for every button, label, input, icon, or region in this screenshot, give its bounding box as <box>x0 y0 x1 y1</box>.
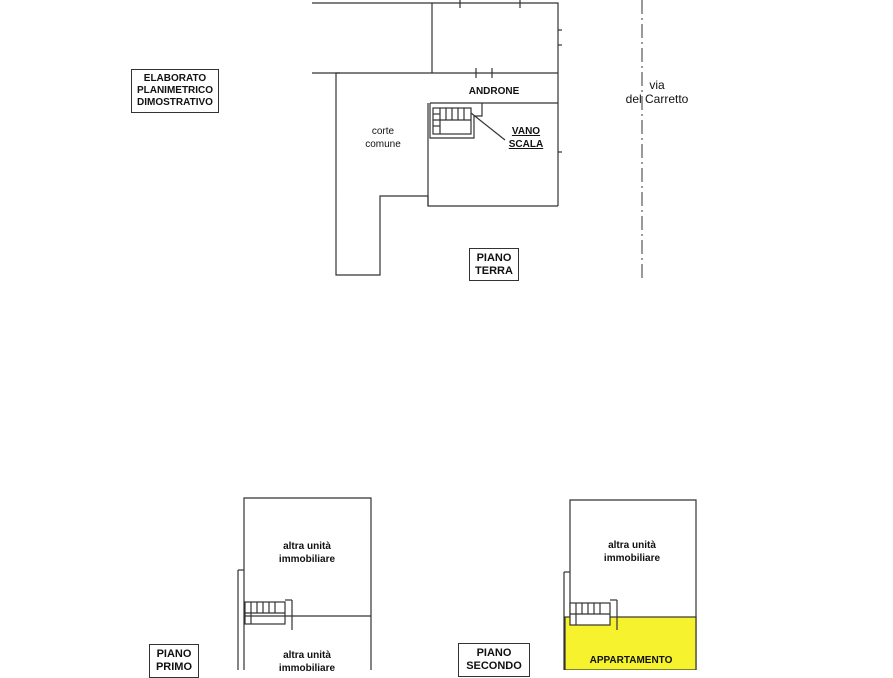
androne-label: ANDRONE <box>468 86 520 97</box>
apartment-highlight <box>564 616 697 670</box>
second-floor-unit-top-label: altra unità immobiliare <box>603 540 661 564</box>
piano-secondo-label: PIANO SECONDO <box>458 643 530 677</box>
piano-primo-label: PIANO PRIMO <box>149 644 199 678</box>
title-box: ELABORATO PLANIMETRICO DIMOSTRATIVO <box>131 69 219 113</box>
second-floor-outline <box>569 499 697 670</box>
stair-frame <box>429 103 483 139</box>
street-label: via del Carretto <box>625 78 689 106</box>
corte-comune-label: corte comune <box>365 126 401 150</box>
first-floor-unit-top-label: altra unità immobiliare <box>278 541 336 565</box>
piano-terra-label: PIANO TERRA <box>469 248 519 281</box>
apartment-label: APPARTAMENTO <box>589 655 673 666</box>
vano-scala-label: VANO SCALA <box>508 126 544 150</box>
first-floor-outline <box>243 497 372 670</box>
ground-upper-block <box>312 2 559 73</box>
first-floor-unit-bottom-label: altra unità immobiliare <box>278 650 336 674</box>
